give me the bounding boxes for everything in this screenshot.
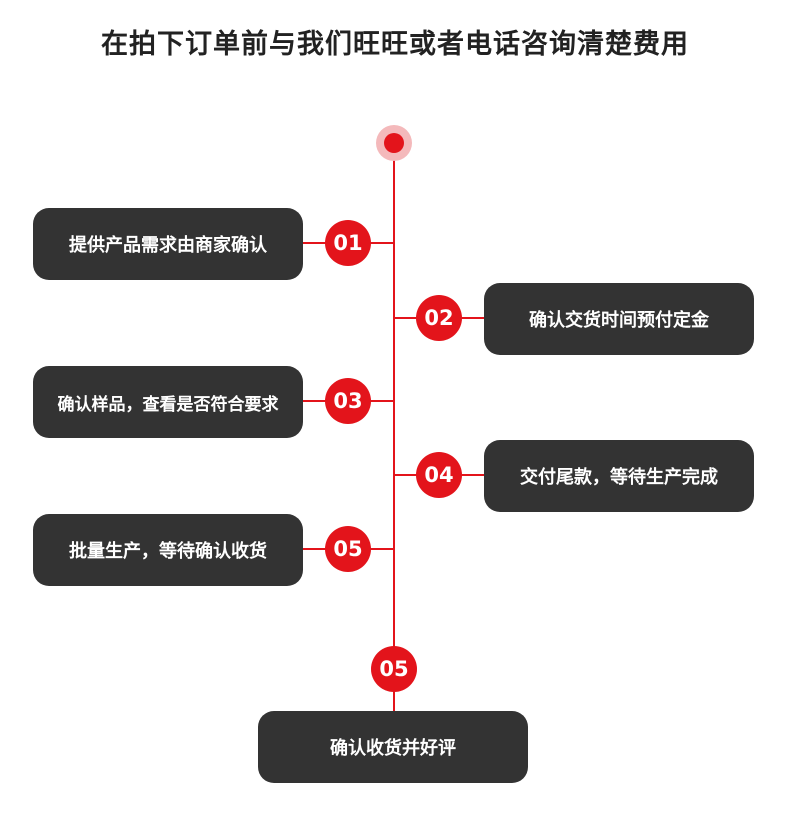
step-1-box: 提供产品需求由商家确认 xyxy=(33,208,303,280)
step-4-label: 交付尾款，等待生产完成 xyxy=(520,467,718,488)
step-3-box: 确认样品，查看是否符合要求 xyxy=(33,366,303,438)
step-3-label: 确认样品，查看是否符合要求 xyxy=(57,394,279,415)
step-2-box: 确认交货时间预付定金 xyxy=(484,283,754,355)
step-6-label: 确认收货并好评 xyxy=(330,738,456,759)
step-5-label: 批量生产，等待确认收货 xyxy=(69,541,267,562)
step-5-box: 批量生产，等待确认收货 xyxy=(33,514,303,586)
step-5-number: 05 xyxy=(325,526,371,572)
step-2-label: 确认交货时间预付定金 xyxy=(529,310,709,331)
step-4-box: 交付尾款，等待生产完成 xyxy=(484,440,754,512)
step-3-number: 03 xyxy=(325,378,371,424)
step-6-number: 05 xyxy=(371,646,417,692)
page-title: 在拍下订单前与我们旺旺或者电话咨询清楚费用 xyxy=(101,29,689,60)
step-1-number: 01 xyxy=(325,220,371,266)
timeline-start-dot xyxy=(384,133,404,153)
step-2-number: 02 xyxy=(416,295,462,341)
step-6-box: 确认收货并好评 xyxy=(258,711,528,783)
step-4-number: 04 xyxy=(416,452,462,498)
timeline-line xyxy=(393,143,395,711)
step-1-label: 提供产品需求由商家确认 xyxy=(69,235,267,256)
